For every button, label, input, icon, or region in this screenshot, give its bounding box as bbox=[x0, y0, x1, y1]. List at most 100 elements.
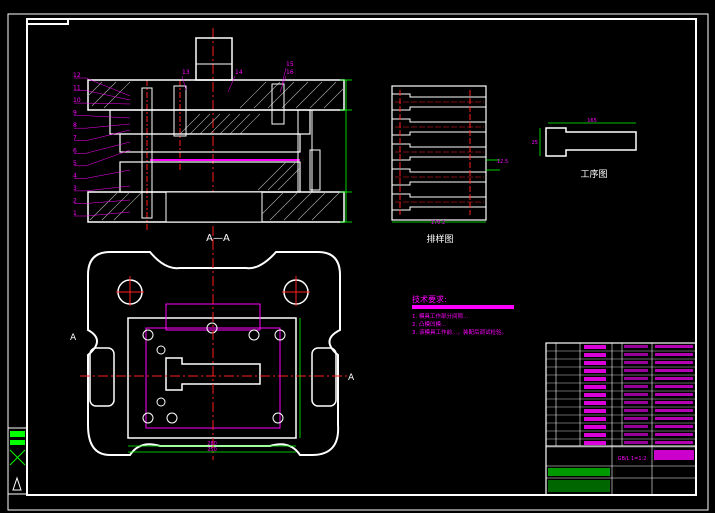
section-marker-right: A bbox=[348, 373, 355, 383]
bom-cell-text bbox=[584, 441, 606, 445]
bom-cell-text bbox=[624, 425, 648, 428]
bom-cell-text bbox=[655, 353, 693, 356]
bom-cell-text bbox=[655, 441, 693, 444]
title-block-scale: GB/L 1=1:2 bbox=[618, 456, 647, 462]
part-number-label: 5 bbox=[73, 160, 77, 167]
die-opening bbox=[165, 357, 261, 391]
bom-cell-text bbox=[624, 433, 648, 436]
bom-cell-text bbox=[655, 409, 693, 412]
part-number-label: 7 bbox=[73, 135, 77, 142]
screw-upper bbox=[173, 85, 187, 137]
dim-die-total: 250 bbox=[207, 447, 217, 453]
strip-part-outline bbox=[392, 118, 487, 136]
section-marker-left: A bbox=[70, 333, 77, 343]
bom-cell-text bbox=[584, 361, 606, 365]
part-number-label: 3 bbox=[73, 185, 77, 192]
leader-line bbox=[181, 75, 187, 91]
leader-line bbox=[85, 123, 131, 129]
bom-cell-text bbox=[584, 417, 606, 421]
bom-cell-text bbox=[624, 393, 648, 396]
bom-cell-text bbox=[655, 425, 693, 428]
part-number-label: 15 bbox=[286, 61, 294, 68]
leader-line bbox=[85, 199, 131, 204]
bom-cell-text bbox=[655, 361, 693, 364]
corner-tab bbox=[26, 19, 69, 25]
title-block: GB/L 1=1:2 bbox=[545, 342, 697, 496]
strip-part-outline bbox=[392, 143, 487, 161]
part-number-label: 13 bbox=[182, 69, 190, 76]
strip-layout: 12.5 170.2 排样图 bbox=[391, 85, 508, 245]
process-label: 工序图 bbox=[580, 168, 607, 180]
section-title: A—A bbox=[206, 233, 230, 244]
bom-cell-text bbox=[624, 353, 648, 356]
tech-req-item: 3. 该模具工作前…，装配后调试检验。 bbox=[412, 328, 507, 336]
bom-cell-text bbox=[624, 385, 648, 388]
die-plate-plan bbox=[127, 317, 297, 439]
tech-req-item: 1. 模具工作部分间隙… bbox=[412, 312, 469, 320]
bom-cell-text bbox=[584, 425, 606, 429]
leader-line bbox=[85, 149, 131, 167]
side-tab-left bbox=[89, 347, 115, 407]
part-number-label: 2 bbox=[73, 197, 77, 204]
screw-right bbox=[271, 83, 285, 125]
section-view: A—A bbox=[87, 28, 352, 244]
leader-line bbox=[85, 169, 131, 179]
bom-cell-text bbox=[655, 393, 693, 396]
bom-cell-text bbox=[624, 369, 648, 372]
part-number-label: 10 bbox=[73, 97, 81, 104]
leader-line bbox=[281, 67, 287, 85]
leader-line bbox=[85, 129, 131, 141]
part-number-label: 1 bbox=[73, 210, 77, 217]
strip-part-outline bbox=[392, 168, 487, 186]
leader-line bbox=[85, 185, 131, 192]
bom-cell-text bbox=[624, 441, 648, 444]
bom-cell-text bbox=[624, 401, 648, 404]
strip-part-outline bbox=[392, 193, 487, 211]
part-number-label: 6 bbox=[73, 147, 77, 154]
bom-cell-text bbox=[584, 345, 606, 349]
bom-cell-text bbox=[655, 377, 693, 380]
bom-cell-text bbox=[624, 417, 648, 420]
bom-cell-text bbox=[624, 409, 648, 412]
bom-cell-text bbox=[584, 377, 606, 381]
bom-cell-text bbox=[584, 401, 606, 405]
guide-pillar-right bbox=[297, 109, 313, 193]
screw-left bbox=[141, 87, 153, 219]
bom-cell-text bbox=[655, 345, 693, 348]
leader-line bbox=[85, 90, 131, 101]
stripper-plate bbox=[119, 133, 301, 153]
leader-line bbox=[85, 211, 131, 217]
part-number-label: 16 bbox=[286, 69, 294, 76]
bom-cell-text bbox=[584, 385, 606, 389]
side-tab-right bbox=[311, 347, 337, 407]
leader-line bbox=[85, 115, 131, 119]
plan-view: 280 250 A A bbox=[70, 240, 355, 460]
bom-cell-text bbox=[624, 345, 648, 348]
leader-line bbox=[227, 75, 236, 93]
tech-req-title: 技术要求: bbox=[412, 294, 447, 304]
dim-part-length: 165 bbox=[587, 118, 597, 124]
layout-label: 排样图 bbox=[426, 233, 453, 245]
bom-cell-text bbox=[655, 417, 693, 420]
part-number-label: 14 bbox=[235, 69, 243, 76]
inner-frame bbox=[26, 18, 697, 496]
bom-cell-text bbox=[584, 409, 606, 413]
tech-req-item: 2. 凸模凹模… bbox=[412, 320, 447, 328]
tech-requirements: 技术要求: 1. 模具工作部分间隙… 2. 凸模凹模… 3. 该模具工作前…，装… bbox=[412, 294, 514, 336]
bom-cell-text bbox=[624, 377, 648, 380]
leader-line bbox=[279, 75, 287, 93]
bom-cell-text bbox=[584, 369, 606, 373]
dim-part-height: 25 bbox=[532, 140, 538, 146]
part-number-label: 12 bbox=[73, 72, 81, 79]
bom-cell-text bbox=[655, 369, 693, 372]
process-part: 165 25 工序图 bbox=[532, 118, 637, 180]
bom-cell-text bbox=[655, 433, 693, 436]
strip-part-outline bbox=[392, 93, 487, 111]
lower-cavity bbox=[165, 191, 263, 223]
dim-die-width: 280 bbox=[207, 441, 217, 447]
dim-layout-step: 12.5 bbox=[497, 159, 508, 165]
leader-line bbox=[85, 77, 131, 97]
